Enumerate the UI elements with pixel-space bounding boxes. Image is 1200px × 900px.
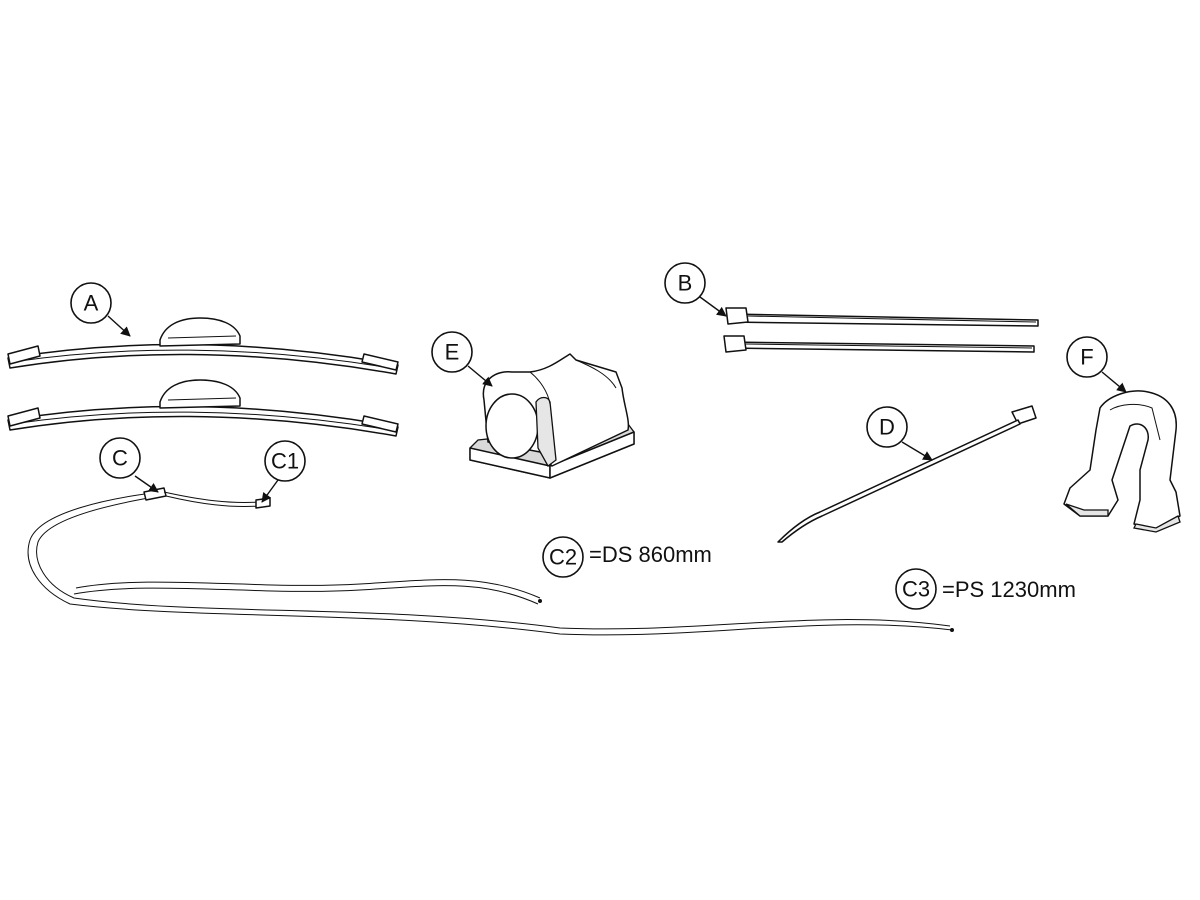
- callout-b-label: B: [678, 271, 693, 296]
- callout-b: B: [664, 262, 706, 304]
- callout-e: E: [431, 331, 473, 373]
- callout-c2: C2 =DS 860mm: [542, 536, 712, 578]
- wiper-blade-upper: [7, 317, 399, 375]
- leader-d: [901, 441, 933, 461]
- washer-hose-harness: [27, 487, 954, 636]
- callout-a: A: [70, 282, 112, 324]
- callout-c1-label: C1: [271, 449, 299, 474]
- callout-d: D: [866, 406, 908, 448]
- leader-a: [107, 315, 131, 337]
- callout-c2-label: C2: [549, 545, 577, 570]
- callout-d-label: D: [879, 415, 895, 440]
- cable-tie: [777, 405, 1037, 543]
- callout-a-label: A: [84, 291, 99, 316]
- callout-c: C: [99, 437, 141, 479]
- callout-f: F: [1066, 336, 1108, 378]
- blade-strip-lower: [723, 335, 1035, 353]
- leader-b: [699, 296, 727, 317]
- leader-c1: [261, 479, 279, 503]
- c3-length-note: =PS 1230mm: [942, 577, 1076, 602]
- leader-e: [467, 365, 493, 387]
- leader-f: [1101, 371, 1127, 393]
- callout-c1: C1: [264, 440, 306, 482]
- callout-e-label: E: [445, 340, 460, 365]
- blade-strip-upper: [725, 307, 1039, 327]
- c2-length-note: =DS 860mm: [589, 542, 712, 567]
- callout-c3-label: C3: [902, 577, 930, 602]
- callout-c-label: C: [112, 446, 128, 471]
- leader-c: [134, 475, 159, 493]
- callout-f-label: F: [1080, 345, 1093, 370]
- wiper-blade-lower: [7, 379, 399, 437]
- callout-c3: C3 =PS 1230mm: [895, 568, 1076, 610]
- u-clip: [1063, 390, 1181, 533]
- mounting-clip: [469, 353, 635, 479]
